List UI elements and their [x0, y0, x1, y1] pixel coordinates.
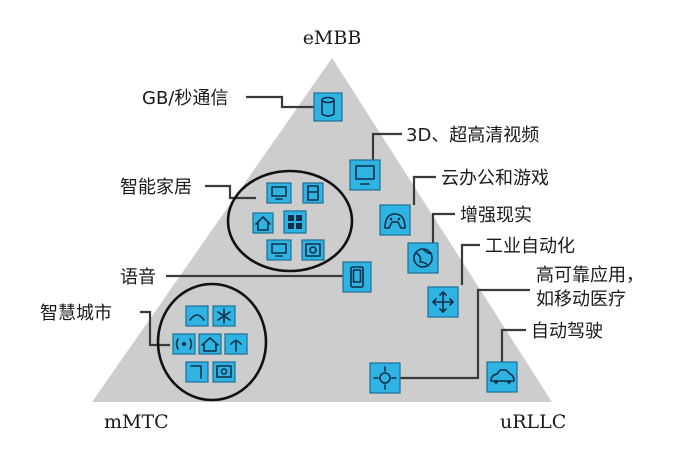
smarthome-ring [226, 169, 354, 273]
leader-ar [431, 212, 455, 247]
phone-icon [342, 261, 372, 293]
gamepad-icon [379, 204, 411, 236]
leader-industry [460, 243, 480, 285]
leader-video [371, 132, 402, 162]
home-icon [252, 212, 274, 234]
leader-driving [500, 328, 526, 362]
monitor-icon [349, 159, 381, 191]
signal-icon [172, 333, 196, 355]
leader-gb [246, 95, 314, 109]
label-video: 3D、超高清视频 [406, 125, 539, 146]
house-icon [198, 333, 222, 355]
meter-icon [212, 361, 236, 383]
crosshair-icon [427, 286, 459, 318]
leader-smarthome [205, 184, 256, 200]
leader-reliable [398, 288, 530, 380]
vertex-embb-label: eMBB [303, 27, 362, 49]
washer-icon [301, 239, 325, 261]
screen-icon [266, 239, 292, 261]
leader-cloud [412, 175, 436, 205]
label-smartcity: 智慧城市 [40, 303, 112, 324]
tv-icon [266, 182, 292, 204]
fridge-icon [302, 182, 324, 204]
leader-smartcity [140, 310, 170, 347]
label-ar: 增强现实 [460, 205, 532, 226]
label-smarthome: 智能家居 [120, 177, 192, 198]
windmill-icon [212, 305, 236, 327]
label-reliable-line2: 如移动医疗 [536, 289, 626, 310]
label-driving: 自动驾驶 [531, 321, 603, 342]
label-cloud: 云办公和游戏 [441, 168, 549, 189]
crosshair-icon [369, 362, 401, 394]
vertex-urllc-label: uRLLC [500, 411, 566, 433]
label-reliable-line1: 高可靠应用， [536, 265, 644, 286]
smartcity-ring [156, 282, 268, 402]
label-industry: 工业自动化 [485, 236, 575, 257]
tap-icon [185, 361, 209, 383]
globe-icon [407, 242, 439, 274]
tower-icon [224, 333, 248, 355]
cylinder-icon [313, 92, 343, 122]
smartcity-icons [172, 305, 248, 383]
arc-icon [185, 305, 209, 327]
vertex-mmtc-label: mMTC [104, 411, 169, 433]
label-voice: 语音 [120, 267, 156, 288]
label-gb: GB/秒通信 [142, 88, 228, 109]
grid-icon [283, 210, 307, 234]
car-icon [486, 361, 518, 393]
smarthome-icons [252, 182, 325, 261]
